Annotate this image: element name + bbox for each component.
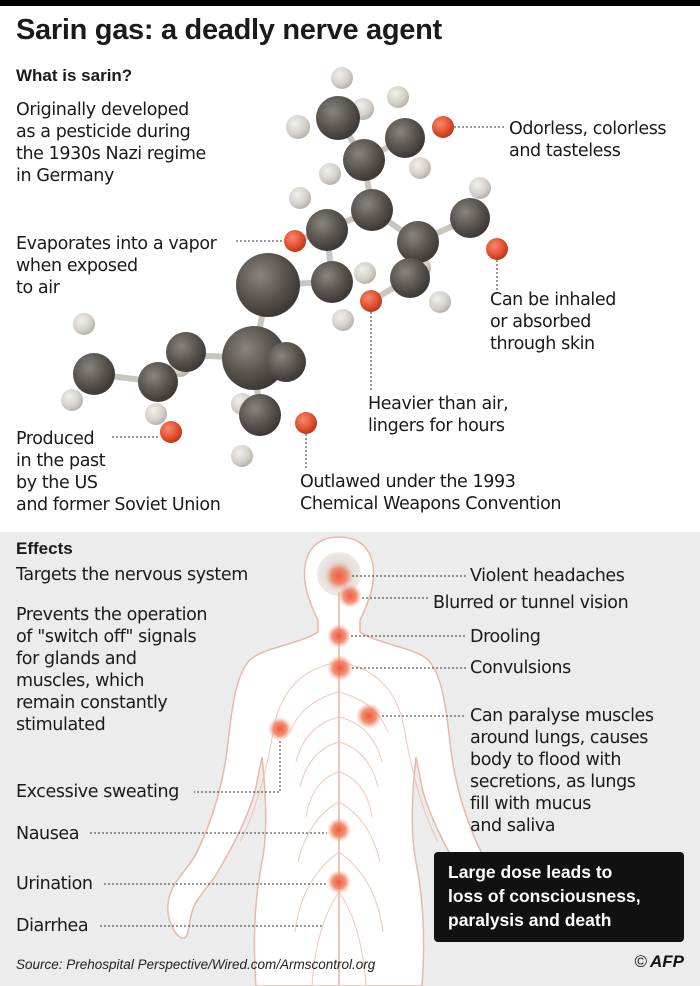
symptom-lungs: Can paralyse muscles around lungs, cause… — [470, 706, 654, 836]
fact-odorless: Odorless, colorless and tasteless — [509, 119, 667, 161]
callout-text: Large dose leads to loss of consciousnes… — [448, 862, 641, 930]
sarin-molecule-diagram — [61, 67, 508, 470]
effect-targets: Targets the nervous system — [16, 565, 248, 585]
effects-leader-lines — [90, 575, 466, 927]
top-rule — [0, 0, 700, 6]
large-dose-callout: Large dose leads to loss of consciousnes… — [434, 852, 684, 942]
copyright-symbol: © — [634, 952, 647, 971]
symptom-diarrhea: Diarrhea — [16, 916, 89, 936]
afp-logo-text: AFP — [650, 952, 684, 971]
symptom-nausea: Nausea — [16, 824, 80, 844]
fact-produced: Produced in the past by the US and forme… — [16, 429, 221, 515]
fact-evaporates: Evaporates into a vapor when exposed to … — [16, 234, 217, 298]
symptom-sweating: Excessive sweating — [16, 782, 179, 802]
page-title: Sarin gas: a deadly nerve agent — [16, 14, 442, 46]
symptom-convulsions: Convulsions — [470, 658, 571, 678]
what-heading: What is sarin? — [16, 66, 133, 85]
molecule-leader-lines — [112, 126, 505, 470]
fact-heavier: Heavier than air, lingers for hours — [368, 394, 509, 436]
symptom-urination: Urination — [16, 874, 93, 894]
fact-origin: Originally developed as a pesticide duri… — [16, 100, 206, 186]
fact-outlawed: Outlawed under the 1993 Chemical Weapons… — [300, 472, 562, 514]
effects-heading: Effects — [16, 539, 73, 558]
symptom-headaches: Violent headaches — [470, 566, 625, 586]
afp-logo: ©AFP — [634, 952, 684, 972]
source-credit: Source: Prehospital Perspective/Wired.co… — [16, 957, 376, 972]
human-body-diagram — [90, 536, 511, 986]
molecule-atoms — [61, 67, 508, 467]
symptom-drooling: Drooling — [470, 627, 541, 647]
fact-inhaled: Can be inhaled or absorbed through skin — [490, 290, 616, 354]
symptom-hotspots — [268, 562, 382, 894]
symptom-vision: Blurred or tunnel vision — [433, 593, 629, 613]
effect-prevents: Prevents the operation of "switch off" s… — [16, 605, 208, 735]
